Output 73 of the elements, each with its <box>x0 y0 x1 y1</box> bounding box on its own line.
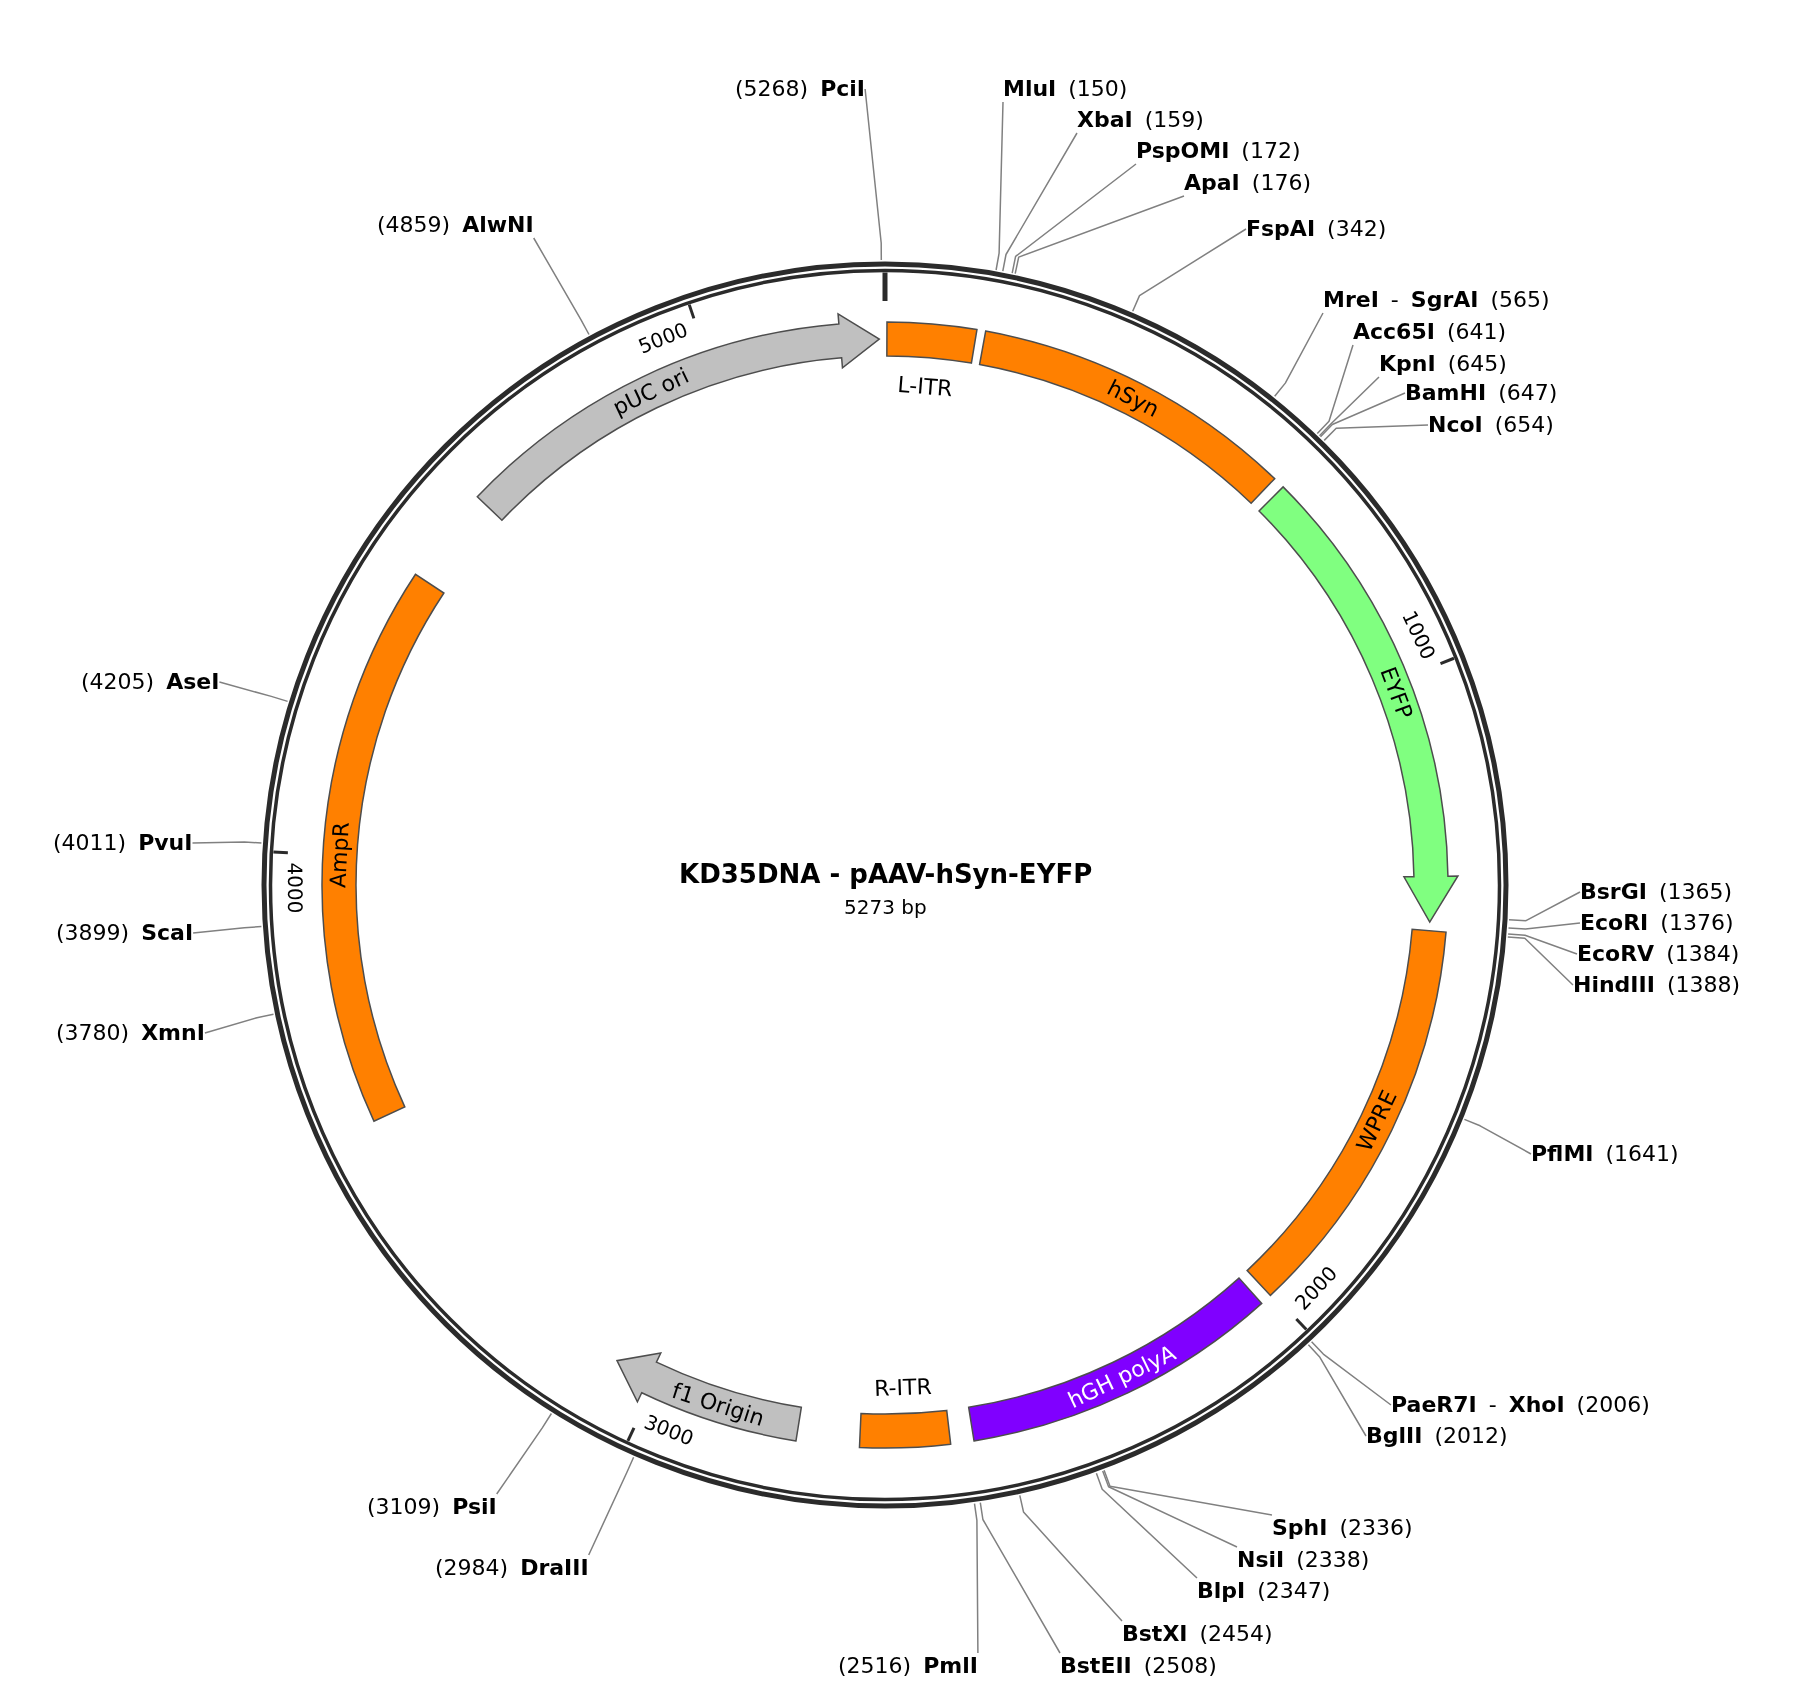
restriction-site-label: BlpI (2347) <box>1197 1578 1331 1604</box>
restriction-site-label: KpnI (645) <box>1379 351 1507 377</box>
feature-label: R-ITR <box>873 1373 932 1402</box>
leader-line <box>1095 1472 1198 1579</box>
restriction-site-label: MluI (150) <box>1003 76 1128 102</box>
restriction-site-label: MreI - SgrAI (565) <box>1323 287 1550 313</box>
leader-line <box>1307 1344 1367 1437</box>
restriction-site-label: BamHI (647) <box>1405 380 1558 406</box>
leader-line <box>1323 424 1429 442</box>
restriction-site-label: (2516) PmlI <box>838 1653 978 1679</box>
restriction-site-label: PspOMI (172) <box>1136 138 1301 164</box>
leader-line <box>1002 132 1078 272</box>
restriction-site-label: BstXI (2454) <box>1122 1621 1273 1647</box>
leader-line <box>973 1502 979 1654</box>
restriction-site-label: (3780) XmnI <box>56 1020 205 1046</box>
feature-label: EYFP <box>1374 663 1418 723</box>
restriction-site-label: BstEII (2508) <box>1060 1653 1217 1679</box>
leader-line <box>1463 1118 1532 1155</box>
restriction-site-label: NcoI (654) <box>1428 412 1554 438</box>
leader-line <box>1507 933 1578 955</box>
scale-label: 5000 <box>635 318 691 359</box>
plasmid-size: 5273 bp <box>844 895 927 919</box>
restriction-site-label: PflMI (1641) <box>1531 1141 1679 1167</box>
restriction-site-label: PaeR7I - XhoI (2006) <box>1391 1392 1650 1418</box>
leader-line <box>218 681 289 703</box>
restriction-site-label: BglII (2012) <box>1366 1423 1508 1449</box>
leader-line <box>191 841 263 844</box>
leader-line <box>1011 163 1137 274</box>
leader-line <box>1273 312 1324 398</box>
restriction-site-label: SphI (2336) <box>1272 1515 1413 1541</box>
leader-line <box>495 1412 553 1495</box>
leader-line <box>1101 1470 1238 1548</box>
leader-line <box>1318 376 1380 437</box>
leader-line <box>204 1013 275 1034</box>
leader-line <box>1508 891 1581 922</box>
leader-line <box>1131 228 1247 312</box>
leader-line <box>979 1501 1061 1654</box>
restriction-site-label: (3109) PsiI <box>367 1494 497 1520</box>
restriction-site-label: EcoRI (1376) <box>1580 910 1734 936</box>
leader-line <box>1310 1340 1392 1406</box>
scale-label: 4000 <box>283 862 307 914</box>
restriction-site-label: EcoRV (1384) <box>1577 941 1740 967</box>
feature-label: pUC ori <box>608 362 693 421</box>
leader-line <box>1019 1494 1123 1622</box>
scale-label: 1000 <box>1398 607 1441 663</box>
leader-line <box>864 88 883 261</box>
restriction-site-label: (4205) AseI <box>81 669 220 695</box>
scale-label: 3000 <box>641 1410 697 1450</box>
restriction-site-label: (4859) AlwNI <box>377 212 534 238</box>
restriction-site-label: HindIII (1388) <box>1573 972 1741 998</box>
leader-line <box>1103 1469 1273 1516</box>
restriction-site-label: (2984) DraIII <box>435 1555 589 1581</box>
restriction-site-label: (5268) PciI <box>735 76 866 102</box>
leader-line <box>1316 344 1354 435</box>
restriction-site-label: ApaI (176) <box>1184 170 1311 196</box>
restriction-site-label: XbaI (159) <box>1077 107 1204 133</box>
restriction-site-label: (3899) ScaI <box>56 920 194 946</box>
leader-line <box>532 237 590 336</box>
leader-line <box>1507 922 1581 930</box>
feature-label: AmpR <box>325 821 355 889</box>
leader-line <box>1507 936 1574 986</box>
feature-label: L-ITR <box>896 371 954 402</box>
leader-line <box>1319 392 1406 438</box>
plasmid-title: KD35DNA - pAAV-hSyn-EYFP <box>679 859 1093 889</box>
restriction-site-label: BsrGI (1365) <box>1580 879 1733 905</box>
restriction-site-label: (4011) PvuI <box>53 830 193 856</box>
leader-line <box>587 1456 635 1556</box>
restriction-site-label: FspAI (342) <box>1246 216 1387 242</box>
leader-line <box>192 925 263 934</box>
restriction-site-label: NsiI (2338) <box>1237 1547 1370 1573</box>
leader-line <box>1014 195 1185 275</box>
restriction-site-label: Acc65I (641) <box>1353 319 1507 345</box>
leader-line <box>995 101 1004 271</box>
